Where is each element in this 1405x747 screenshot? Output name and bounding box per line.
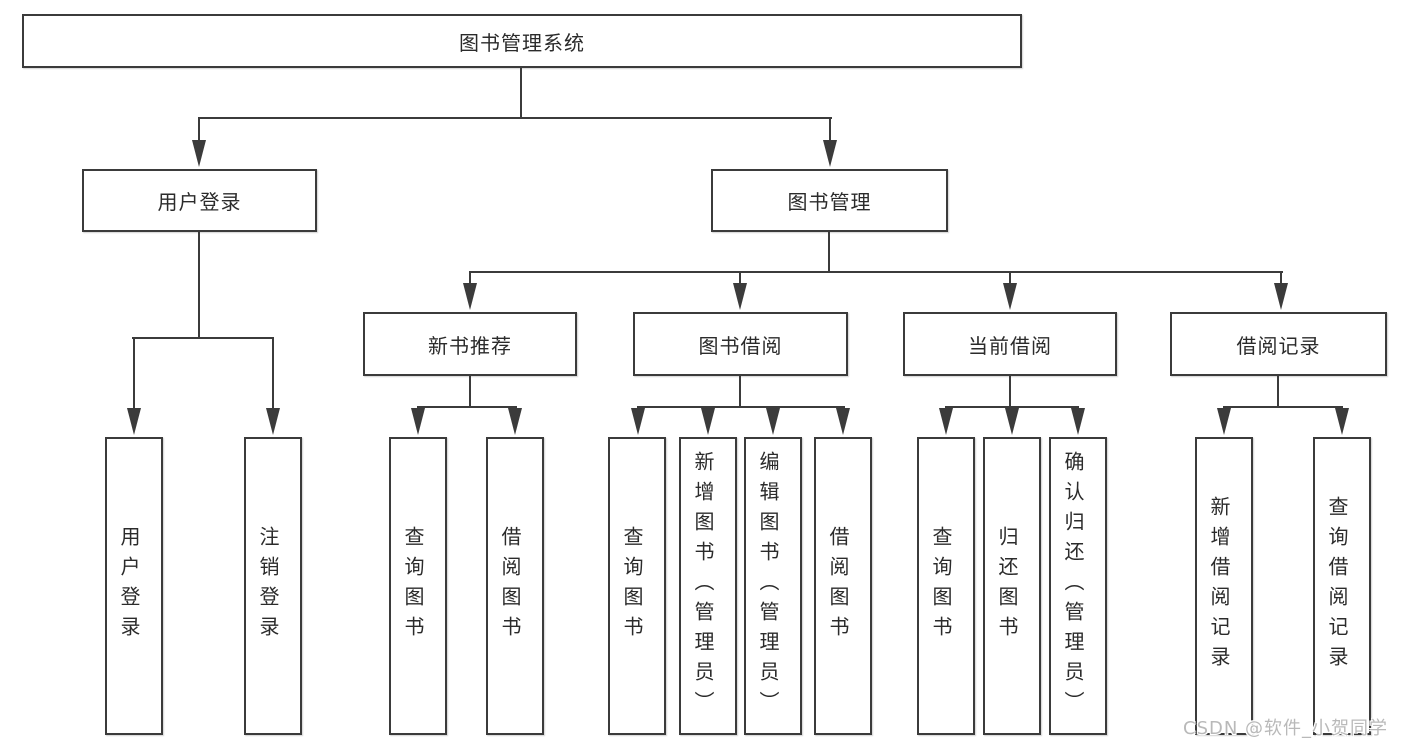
connector-shaft (1009, 273, 1011, 286)
arrowhead-down-icon (631, 408, 645, 435)
connector-group-drop (1009, 376, 1011, 407)
node-leaf-return-books-label: 归还图书 (995, 526, 1019, 646)
connector-shaft (829, 119, 831, 143)
node-leaf-user-login-label: 用户登录 (117, 526, 141, 646)
arrowhead-down-icon (939, 408, 953, 435)
node-leaf-borrow-books-1: 借阅图书 (486, 437, 544, 735)
node-book-borrowing-label: 图书借阅 (698, 333, 783, 358)
connector-shaft (272, 339, 274, 411)
connector-group-split (417, 406, 517, 408)
node-leaf-query-books-1: 查询图书 (389, 437, 447, 735)
node-new-book-recommend-label: 新书推荐 (428, 333, 512, 358)
connector-mgmt-drop (828, 232, 830, 273)
connector-group-split (637, 406, 845, 408)
arrowhead-down-icon (1071, 408, 1085, 435)
node-leaf-query-books-3-label: 查询图书 (929, 526, 953, 646)
connector-mgmt-split (469, 271, 1283, 273)
node-leaf-add-books-admin-label: 新增图书（管理员） (691, 451, 715, 721)
connector-root-split (198, 117, 832, 119)
arrowhead-down-icon (701, 408, 715, 435)
node-root-label: 图书管理系统 (459, 30, 585, 55)
connector-group-drop (1277, 376, 1279, 407)
node-leaf-query-books-3: 查询图书 (917, 437, 975, 735)
node-leaf-add-borrow-record: 新增借阅记录 (1195, 437, 1253, 735)
node-user-login-label: 用户登录 (157, 190, 242, 214)
connector-shaft (133, 339, 135, 411)
arrowhead-down-icon (1003, 283, 1017, 310)
connector-group-split (1223, 406, 1343, 408)
connector-login-drop (198, 232, 200, 339)
connector-shaft (739, 273, 741, 286)
arrowhead-down-icon (266, 408, 280, 435)
node-current-borrowing: 当前借阅 (903, 312, 1117, 376)
connector-group-drop (739, 376, 741, 407)
node-leaf-confirm-return-admin-label: 确认归还（管理员） (1061, 451, 1085, 721)
node-book-management: 图书管理 (711, 169, 948, 232)
arrowhead-down-icon (508, 408, 522, 435)
node-leaf-return-books: 归还图书 (983, 437, 1041, 735)
node-leaf-add-books-admin: 新增图书（管理员） (679, 437, 737, 735)
arrowhead-down-icon (1274, 283, 1288, 310)
node-new-book-recommend: 新书推荐 (363, 312, 577, 376)
node-book-borrowing: 图书借阅 (633, 312, 848, 376)
node-leaf-logout-label: 注销登录 (256, 526, 280, 646)
node-leaf-query-books-2-label: 查询图书 (620, 526, 644, 646)
node-leaf-user-login: 用户登录 (105, 437, 163, 735)
connector-root-drop (520, 68, 522, 117)
node-leaf-query-books-2: 查询图书 (608, 437, 666, 735)
arrowhead-down-icon (1217, 408, 1231, 435)
connector-shaft (1280, 273, 1282, 286)
arrowhead-down-icon (766, 408, 780, 435)
connector-shaft (198, 119, 200, 143)
node-leaf-edit-books-admin-label: 编辑图书（管理员） (756, 451, 780, 721)
node-leaf-query-borrow-record: 查询借阅记录 (1313, 437, 1371, 735)
node-current-borrowing-label: 当前借阅 (968, 333, 1052, 358)
connector-group-drop (469, 376, 471, 407)
node-leaf-borrow-books-2-label: 借阅图书 (826, 526, 850, 646)
node-leaf-borrow-books-1-label: 借阅图书 (498, 526, 522, 646)
node-borrowing-records-label: 借阅记录 (1236, 333, 1321, 358)
node-user-login: 用户登录 (82, 169, 317, 232)
csdn-watermark: CSDN @软件_小贺同学 (1183, 718, 1389, 739)
node-borrowing-records: 借阅记录 (1170, 312, 1387, 376)
connector-shaft (469, 273, 471, 286)
connector-login-split (132, 337, 274, 339)
node-leaf-add-borrow-record-label: 新增借阅记录 (1207, 496, 1231, 676)
node-leaf-edit-books-admin: 编辑图书（管理员） (744, 437, 802, 735)
node-leaf-confirm-return-admin: 确认归还（管理员） (1049, 437, 1107, 735)
node-leaf-logout: 注销登录 (244, 437, 302, 735)
node-leaf-query-borrow-record-label: 查询借阅记录 (1325, 496, 1349, 676)
node-book-management-label: 图书管理 (787, 190, 872, 214)
arrowhead-down-icon (192, 140, 206, 167)
arrowhead-down-icon (463, 283, 477, 310)
arrowhead-down-icon (1005, 408, 1019, 435)
arrowhead-down-icon (733, 283, 747, 310)
node-root: 图书管理系统 (22, 14, 1022, 68)
arrowhead-down-icon (411, 408, 425, 435)
node-leaf-borrow-books-2: 借阅图书 (814, 437, 872, 735)
arrowhead-down-icon (823, 140, 837, 167)
arrowhead-down-icon (127, 408, 141, 435)
arrowhead-down-icon (836, 408, 850, 435)
node-leaf-query-books-1-label: 查询图书 (401, 526, 425, 646)
arrowhead-down-icon (1335, 408, 1349, 435)
